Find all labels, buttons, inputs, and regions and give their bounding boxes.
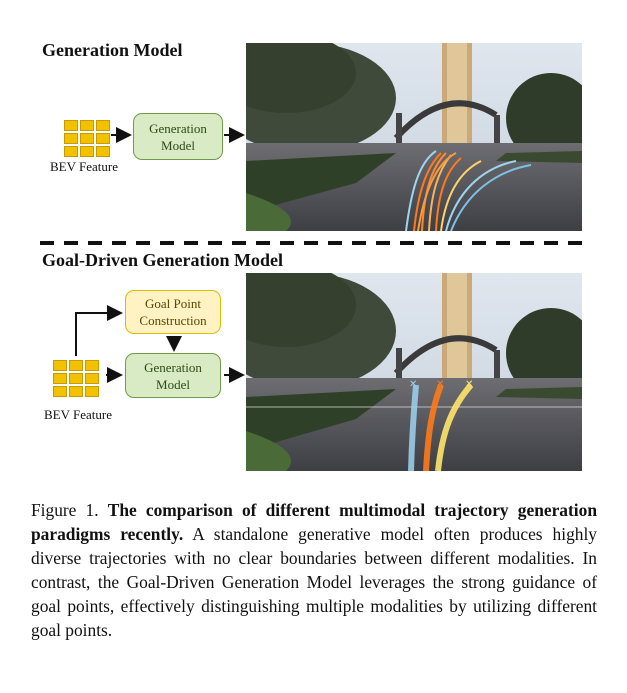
generation-model-line2: Model: [161, 137, 195, 153]
arrow-bev-to-goal: [75, 305, 123, 356]
svg-text:✕: ✕: [409, 379, 417, 390]
svg-text:✕: ✕: [465, 379, 473, 390]
bev-feature-label-bottom: BEV Feature: [44, 407, 112, 422]
figure-caption: Figure 1. The comparison of different mu…: [31, 498, 597, 642]
top-scene-image: [246, 43, 582, 231]
bev-feature-label: BEV Feature: [50, 159, 118, 174]
bottom-heading: Goal-Driven Generation Model: [42, 250, 283, 270]
caption-body: A standalone generative model often prod…: [31, 524, 597, 640]
svg-text:✕: ✕: [436, 379, 444, 390]
bev-feature-grid-icon-bottom: [53, 360, 99, 397]
goal-line1: Goal Point: [145, 296, 201, 311]
caption-bold: The comparison of different multimodal t…: [31, 500, 597, 544]
goal-line2: Construction: [139, 313, 207, 328]
generation-model-bottom-line1: Generation: [144, 359, 202, 375]
generation-model-bottom-line2: Model: [156, 376, 190, 392]
generation-model-line1: Generation: [149, 120, 207, 136]
bottom-scene-image: ✕ ✕ ✕: [246, 273, 582, 471]
trajectories-bottom: ✕ ✕ ✕: [408, 379, 473, 471]
bev-feature-grid-icon: [64, 120, 110, 157]
trajectories-top: [405, 150, 532, 231]
top-heading: Generation Model: [42, 40, 183, 60]
figure-label: Figure 1.: [31, 500, 99, 520]
flow-arrows: [40, 127, 585, 383]
